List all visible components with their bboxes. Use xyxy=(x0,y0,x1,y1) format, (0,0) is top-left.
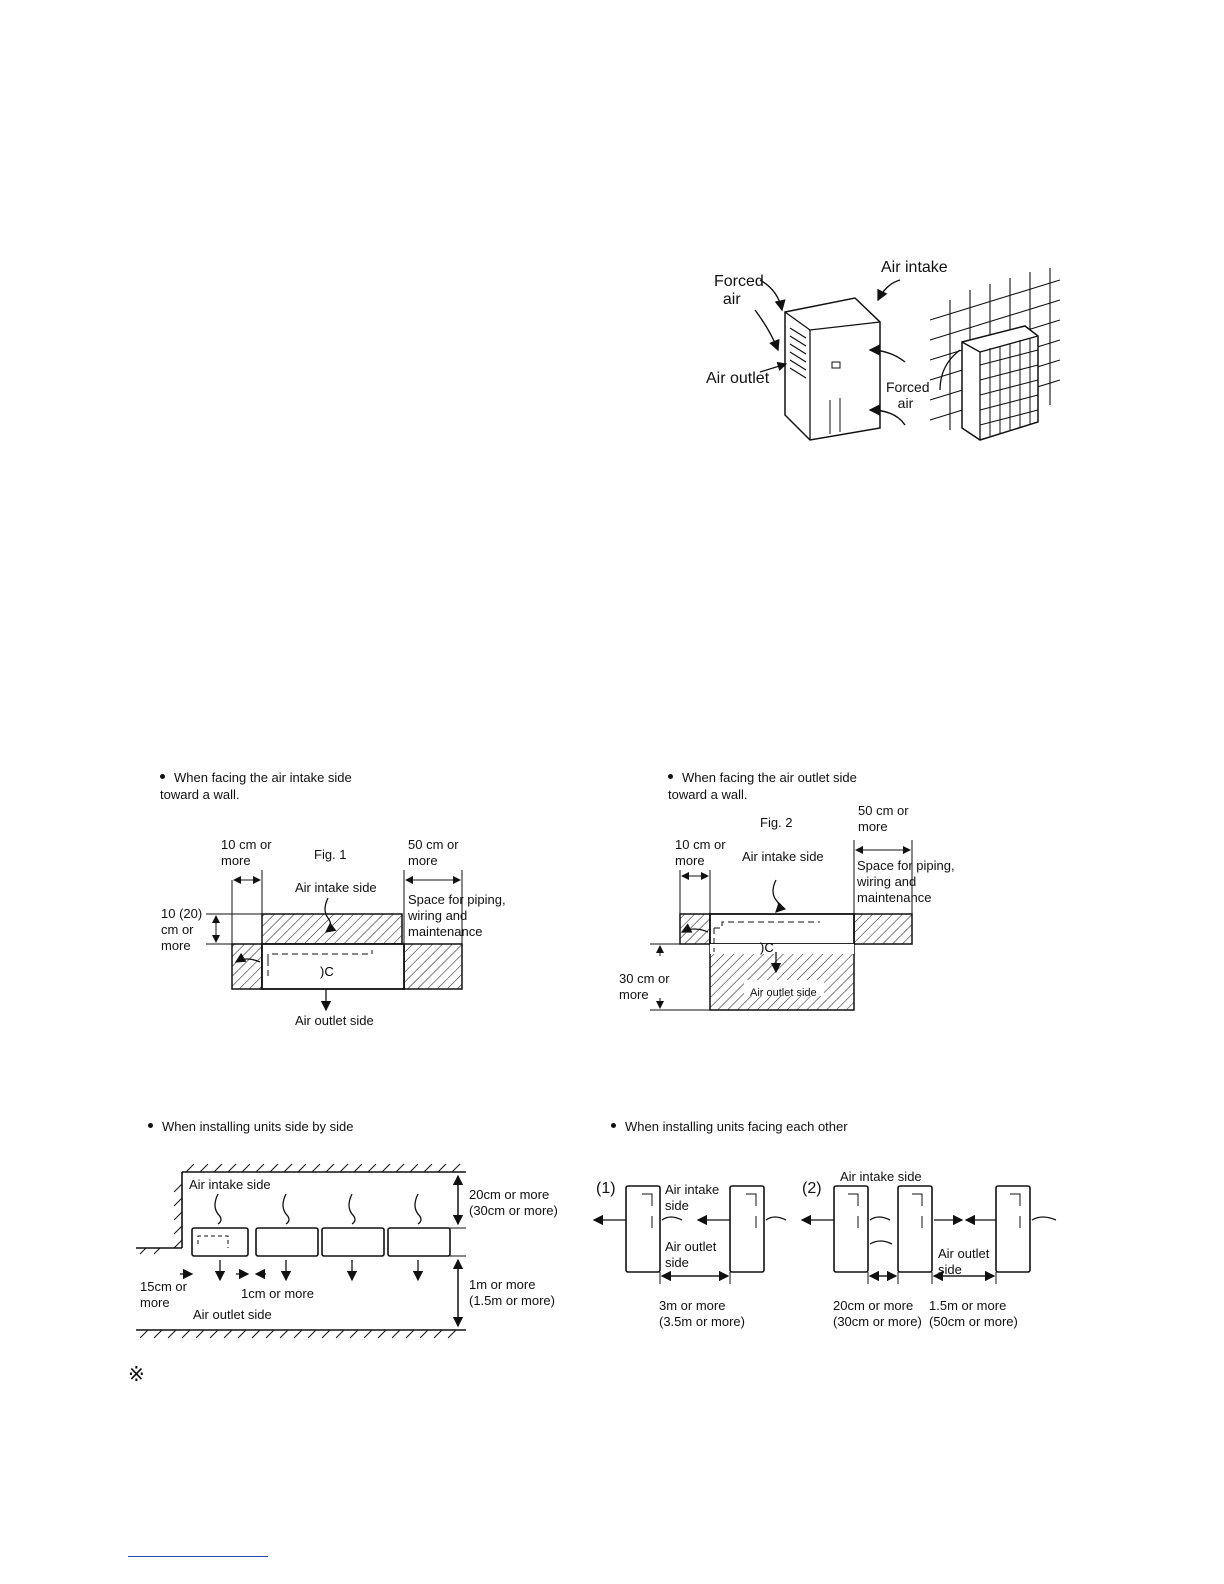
side-by-side-bullet: When installing units side by side xyxy=(148,1118,354,1135)
facing-diagram xyxy=(592,1185,1057,1284)
note-symbol: ※ xyxy=(128,1362,145,1386)
svg-text:)C: )C xyxy=(760,940,774,955)
facing-case1-outlet: Air outlet side xyxy=(665,1239,717,1270)
air-outlet-label: Air outlet xyxy=(706,370,770,387)
fig2-air-outlet-side: Air outlet side xyxy=(750,987,817,999)
fig1-title: Fig. 1 xyxy=(314,847,347,862)
top-unit-illustration xyxy=(754,268,1061,441)
fig1-air-intake-side: Air intake side xyxy=(295,880,377,895)
side-air-outlet-side: Air outlet side xyxy=(193,1307,272,1322)
forced-air-left-label: Forced air xyxy=(714,273,764,308)
fig1-diagram: )C xyxy=(206,870,463,1012)
fig2-top-gap: 50 cm or more xyxy=(858,803,909,834)
fig2-bullet: When facing the air outlet side toward a… xyxy=(668,770,857,802)
fig1-side-gap: 10 (20) cm or more xyxy=(161,906,203,953)
side-top-gap: 20cm or more (30cm or more) xyxy=(469,1187,558,1218)
fig1-bullet: When facing the air intake side toward a… xyxy=(160,770,352,802)
facing-case1-intake: Air intake side xyxy=(665,1182,720,1213)
facing-bullet: When installing units facing each other xyxy=(611,1118,848,1135)
facing-case1: (1) xyxy=(596,1180,616,1197)
fig1-right-gap: 50 cm or more xyxy=(408,837,459,868)
fig2-front-gap: 30 cm or more xyxy=(619,971,670,1002)
svg-text:)C: )C xyxy=(320,964,334,979)
facing-case2-gap-a: 20cm or more (30cm or more) xyxy=(833,1298,922,1329)
side-by-side-diagram xyxy=(136,1163,466,1339)
air-intake-label: Air intake xyxy=(881,259,948,276)
facing-case2-outlet: Air outlet side xyxy=(938,1246,990,1277)
forced-air-right-label: Forced air xyxy=(886,379,930,411)
facing-case2-gap-b: 1.5m or more (50cm or more) xyxy=(929,1298,1018,1329)
facing-case2-intake: Air intake side xyxy=(840,1169,922,1184)
fig1-space-note: Space for piping, wiring and maintenance xyxy=(408,892,506,939)
fig2-space-note: Space for piping, wiring and maintenance xyxy=(857,858,955,905)
fig1-air-outlet-side: Air outlet side xyxy=(295,1013,374,1028)
fig1-left-gap: 10 cm or more xyxy=(221,837,272,868)
side-front-gap: 1m or more (1.5m or more) xyxy=(469,1277,555,1308)
side-between-gap: 1cm or more xyxy=(241,1286,314,1301)
fig2-title: Fig. 2 xyxy=(760,815,793,830)
side-left-gap: 15cm or more xyxy=(140,1279,187,1310)
footnote-rule xyxy=(128,1556,268,1557)
side-air-intake-side: Air intake side xyxy=(189,1177,271,1192)
facing-case1-gap: 3m or more (3.5m or more) xyxy=(659,1298,745,1329)
fig2-left-gap: 10 cm or more xyxy=(675,837,726,868)
fig2-air-intake-side: Air intake side xyxy=(742,849,824,864)
facing-case2: (2) xyxy=(802,1180,822,1197)
fig2-diagram: )C xyxy=(650,840,913,1011)
